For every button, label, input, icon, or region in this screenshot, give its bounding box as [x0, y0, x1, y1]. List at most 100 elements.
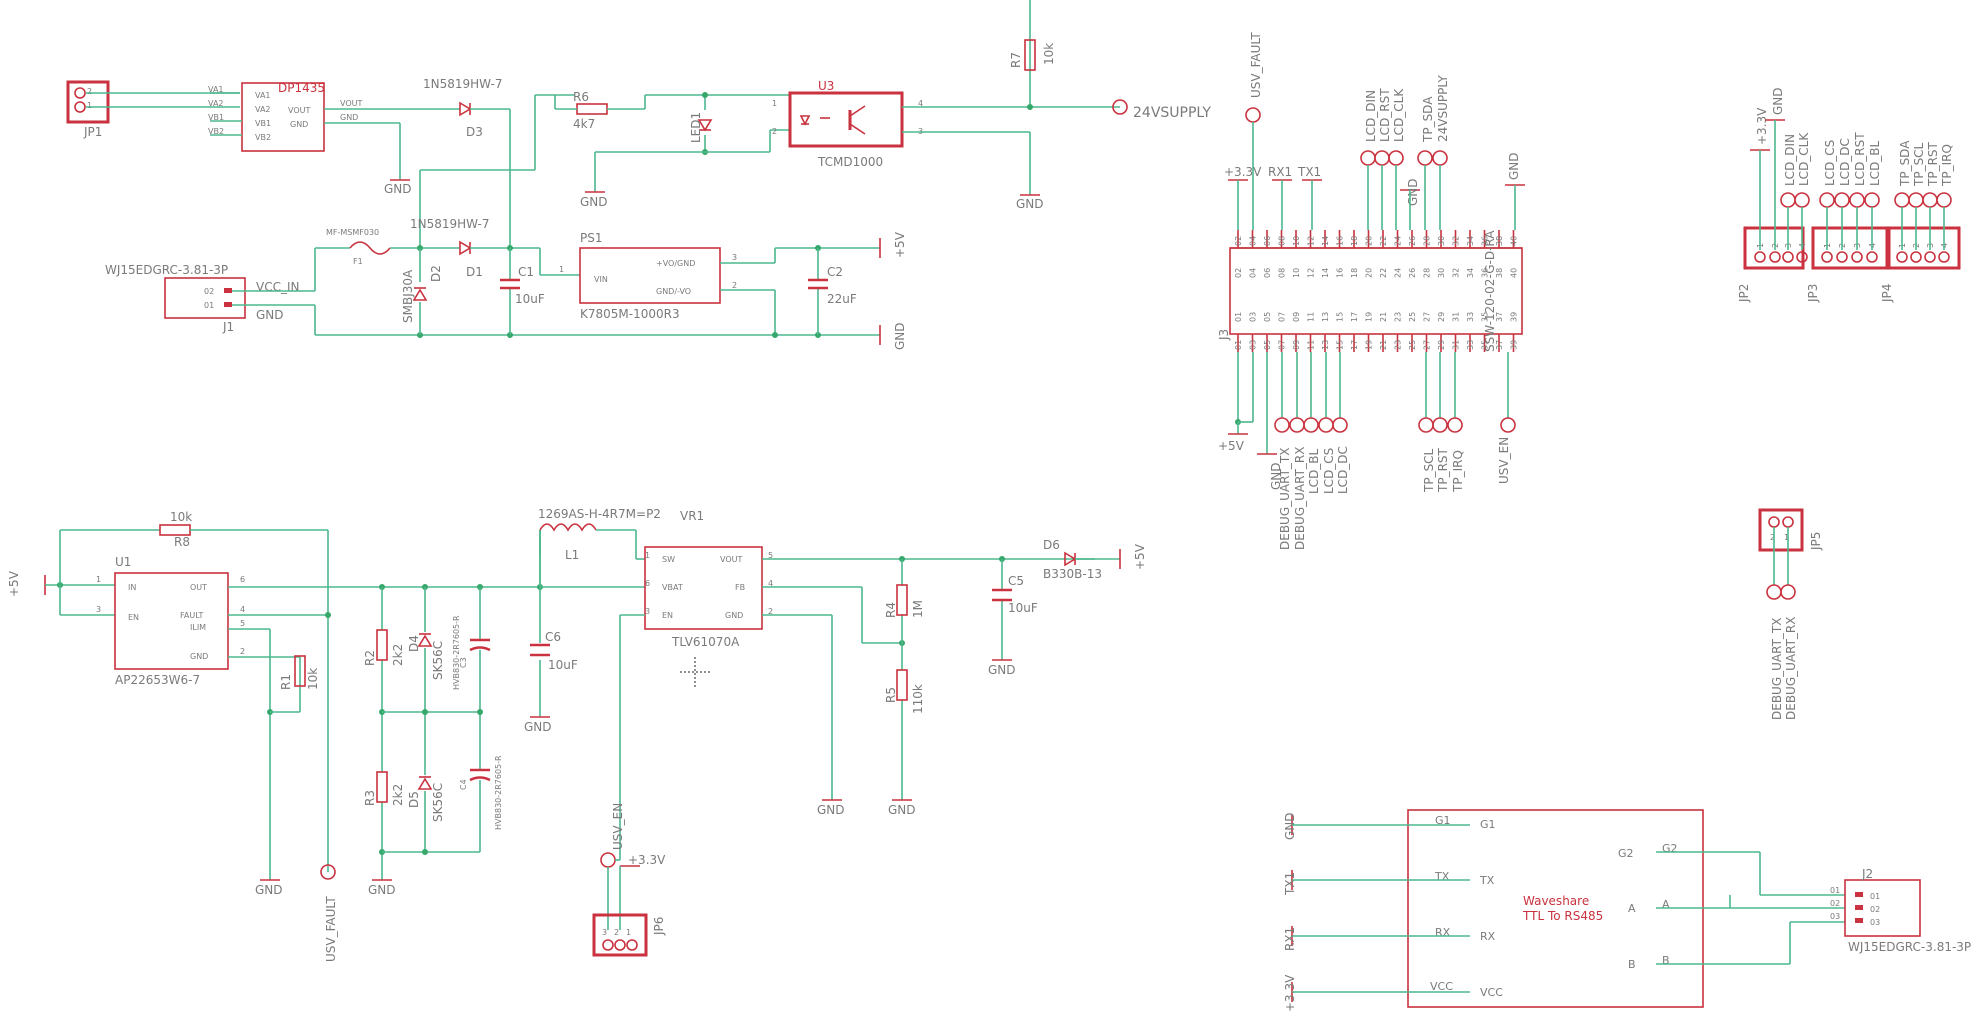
- j3-pin-number: 23: [1394, 340, 1403, 350]
- svg-text:LED1: LED1: [689, 112, 703, 143]
- svg-text:LCD_RST: LCD_RST: [1853, 132, 1867, 186]
- svg-text:EN: EN: [662, 611, 673, 620]
- svg-text:R4: R4: [884, 602, 898, 618]
- svg-text:VOUT: VOUT: [720, 555, 742, 564]
- d6-diode: D6 B330B-13: [1043, 538, 1102, 581]
- svg-text:TX: TX: [1434, 870, 1450, 883]
- svg-text:2: 2: [768, 607, 773, 616]
- svg-text:DEBUG_UART_TX: DEBUG_UART_TX: [1278, 448, 1292, 550]
- svg-text:02: 02: [1830, 899, 1840, 908]
- svg-text:TLV61070A: TLV61070A: [671, 635, 740, 649]
- svg-text:GND/-VO: GND/-VO: [656, 287, 691, 296]
- c5-capacitor: C5 10uF: [992, 574, 1038, 615]
- jp-pin: [1769, 251, 1781, 263]
- svg-text:24VSUPPLY: 24VSUPPLY: [1133, 105, 1211, 121]
- svg-text:PS1: PS1: [580, 231, 603, 245]
- svg-text:3: 3: [732, 253, 737, 262]
- j3-pin-number: 04: [1249, 268, 1258, 278]
- svg-text:WJ15EDGRC-3.81-3P: WJ15EDGRC-3.81-3P: [1848, 940, 1971, 954]
- j3-pin-number: 20: [1365, 236, 1374, 246]
- svg-text:VOUT: VOUT: [288, 106, 310, 115]
- svg-text:GND: GND: [888, 803, 916, 817]
- j3-pin-number: 04: [1249, 236, 1258, 246]
- svg-text:+5V: +5V: [1218, 439, 1245, 453]
- svg-text:2k2: 2k2: [391, 644, 405, 666]
- svg-text:LCD_CLK: LCD_CLK: [1797, 132, 1811, 186]
- j3-pin-number: 19: [1365, 312, 1374, 322]
- j3-pin-number: 14: [1321, 268, 1330, 278]
- svg-text:DEBUG_UART_RX: DEBUG_UART_RX: [1784, 617, 1798, 720]
- j3-pin-number: 14: [1321, 236, 1330, 246]
- svg-text:3: 3: [602, 928, 607, 937]
- j3-pin-number: 24: [1394, 268, 1403, 278]
- svg-text:GND: GND: [1283, 812, 1297, 840]
- c2-capacitor: C2 22uF: [808, 265, 857, 306]
- svg-text:DP1435: DP1435: [278, 81, 325, 95]
- j3-pin-number: 15: [1336, 340, 1345, 350]
- svg-text:LCD_CLK: LCD_CLK: [1392, 88, 1406, 142]
- j3-pin-number: 38: [1495, 236, 1504, 246]
- svg-text:GND: GND: [1771, 87, 1785, 115]
- svg-text:LCD_CS: LCD_CS: [1823, 140, 1837, 186]
- svg-text:+3.3V: +3.3V: [1224, 165, 1262, 179]
- svg-text:10k: 10k: [1042, 43, 1056, 65]
- j3-pin-number: 11: [1307, 340, 1316, 350]
- j3-pin-number: 07: [1278, 312, 1287, 322]
- svg-text:AP22653W6-7: AP22653W6-7: [115, 673, 200, 687]
- jp4-connector: JP4: [1880, 226, 1961, 303]
- svg-text:1: 1: [87, 101, 92, 110]
- svg-text:USV_EN: USV_EN: [1497, 437, 1511, 484]
- j3-pin-number: 27: [1423, 340, 1432, 350]
- j3-pin-number: 40: [1510, 268, 1519, 278]
- svg-text:2: 2: [772, 127, 777, 136]
- d3-diode: 1N5819HW-7 D3: [423, 77, 503, 139]
- svg-text:03: 03: [1830, 912, 1840, 921]
- svg-text:FB: FB: [735, 583, 745, 592]
- svg-text:GND: GND: [580, 195, 608, 209]
- svg-text:VR1: VR1: [680, 509, 704, 523]
- j3-pin-number: 27: [1423, 312, 1432, 322]
- svg-text:C2: C2: [827, 265, 843, 279]
- j3-pin-number: 19: [1365, 340, 1374, 350]
- j1-connector: 02 01 WJ15EDGRC-3.81-3P J1: [105, 263, 246, 334]
- j3-pin-number: 26: [1408, 236, 1417, 246]
- r7-resistor: R7 10k: [1009, 39, 1056, 71]
- svg-text:LCD_BL: LCD_BL: [1307, 448, 1321, 494]
- j3-value: SSW-120-02-G-D-RA: [1483, 230, 1497, 352]
- svg-text:G2: G2: [1618, 847, 1634, 860]
- r4-resistor: R4 1M: [884, 584, 925, 618]
- svg-text:A: A: [1628, 902, 1636, 915]
- d1-diode: 1N5819HW-7 D1: [410, 217, 490, 279]
- r8-resistor: 10k R8: [159, 510, 192, 549]
- j3-pin-number: 36: [1481, 236, 1490, 246]
- svg-text:TP_IRQ: TP_IRQ: [1451, 450, 1465, 493]
- j3-pin-number: 02: [1234, 268, 1243, 278]
- svg-text:3: 3: [645, 607, 650, 616]
- j3-pin-number: 28: [1423, 268, 1432, 278]
- svg-text:C4: C4: [459, 779, 468, 790]
- jp-pin: [1910, 251, 1922, 263]
- svg-text:VA2: VA2: [208, 99, 224, 108]
- svg-text:TTL To RS485: TTL To RS485: [1522, 909, 1603, 923]
- svg-text:R5: R5: [884, 687, 898, 703]
- svg-text:GND: GND: [1016, 197, 1044, 211]
- j3-pin-number: 35: [1481, 340, 1490, 350]
- svg-text:Waveshare: Waveshare: [1523, 894, 1589, 908]
- svg-text:1: 1: [559, 265, 564, 274]
- j3-pin-number: 06: [1263, 268, 1272, 278]
- c6-capacitor: C6 10uF: [530, 630, 578, 672]
- svg-text:R6: R6: [573, 90, 589, 104]
- svg-text:LCD_DIN: LCD_DIN: [1364, 90, 1378, 142]
- jp1-connector: 2 1 JP1: [66, 80, 110, 139]
- svg-text:C3: C3: [459, 657, 468, 668]
- jp-pin: [1796, 251, 1808, 263]
- svg-text:RX: RX: [1480, 930, 1496, 943]
- r6-resistor: R6 4k7: [573, 90, 608, 131]
- svg-text:U1: U1: [115, 555, 131, 569]
- j3-pin-number: 25: [1408, 340, 1417, 350]
- svg-text:+3.3V: +3.3V: [1755, 107, 1769, 145]
- svg-text:GND: GND: [255, 883, 283, 897]
- j3-header: SSW-120-02-G-D-RA J3 0202040406060808101…: [1217, 230, 1523, 352]
- svg-text:VB1: VB1: [255, 119, 271, 128]
